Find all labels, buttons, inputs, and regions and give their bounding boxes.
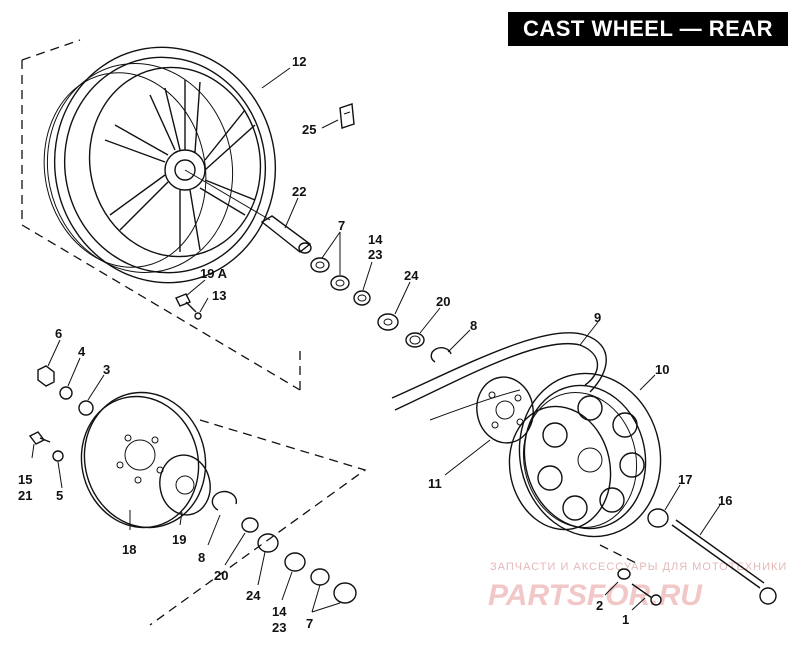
rear-pulley <box>508 372 662 538</box>
pulley-hardware <box>617 508 777 606</box>
leader-lines <box>31 67 721 613</box>
callout-24-right: 24 <box>404 268 419 283</box>
callout-14-right: 14 <box>368 232 383 247</box>
fasteners-left <box>28 365 94 462</box>
callout-8-right: 8 <box>470 318 477 333</box>
callout-13: 13 <box>212 288 226 303</box>
callout-19a: 19 A <box>200 266 228 281</box>
drive-belt <box>391 332 607 421</box>
callout-20-right: 20 <box>436 294 450 309</box>
callout-5: 5 <box>56 488 63 503</box>
callout-3: 3 <box>103 362 110 377</box>
callout-22: 22 <box>292 184 306 199</box>
callout-16: 16 <box>718 493 732 508</box>
disc-adapter <box>159 454 211 516</box>
callout-24-left: 24 <box>246 588 261 603</box>
axle-spacer <box>260 215 312 254</box>
brake-disc <box>80 391 207 529</box>
callout-19: 19 <box>172 532 186 547</box>
bearing-stack-left <box>211 490 357 604</box>
callout-23-left: 23 <box>272 620 286 635</box>
callout-7-left: 7 <box>306 616 313 631</box>
valve-cap <box>339 103 355 129</box>
diagram-title: CAST WHEEL — REAR <box>508 12 788 46</box>
cast-wheel <box>43 46 277 284</box>
callout-4: 4 <box>78 344 86 359</box>
callout-11: 11 <box>428 476 442 491</box>
callout-20-left: 20 <box>214 568 228 583</box>
callout-15: 15 <box>18 472 32 487</box>
callout-12: 12 <box>292 54 306 69</box>
callout-7-right: 7 <box>338 218 345 233</box>
callout-14-left: 14 <box>272 604 287 619</box>
callout-8-left: 8 <box>198 550 205 565</box>
callout-6: 6 <box>55 326 62 341</box>
callout-10: 10 <box>655 362 669 377</box>
callout-25: 25 <box>302 122 316 137</box>
callout-23-right: 23 <box>368 247 382 262</box>
callout-2: 2 <box>596 598 603 613</box>
group-boundary <box>21 39 641 626</box>
hardware-19a <box>175 293 202 320</box>
bearing-stack-right <box>310 257 452 363</box>
watermark-logo: PARTSFOR.RU <box>488 579 703 612</box>
watermark-caption: ЗАПЧАСТИ И АКСЕССУАРЫ ДЛЯ МОТОТЕХНИКИ <box>490 561 787 573</box>
callout-18: 18 <box>122 542 136 557</box>
callout-1: 1 <box>622 612 629 627</box>
callout-9: 9 <box>594 310 601 325</box>
callout-17: 17 <box>678 472 692 487</box>
callout-21: 21 <box>18 488 32 503</box>
